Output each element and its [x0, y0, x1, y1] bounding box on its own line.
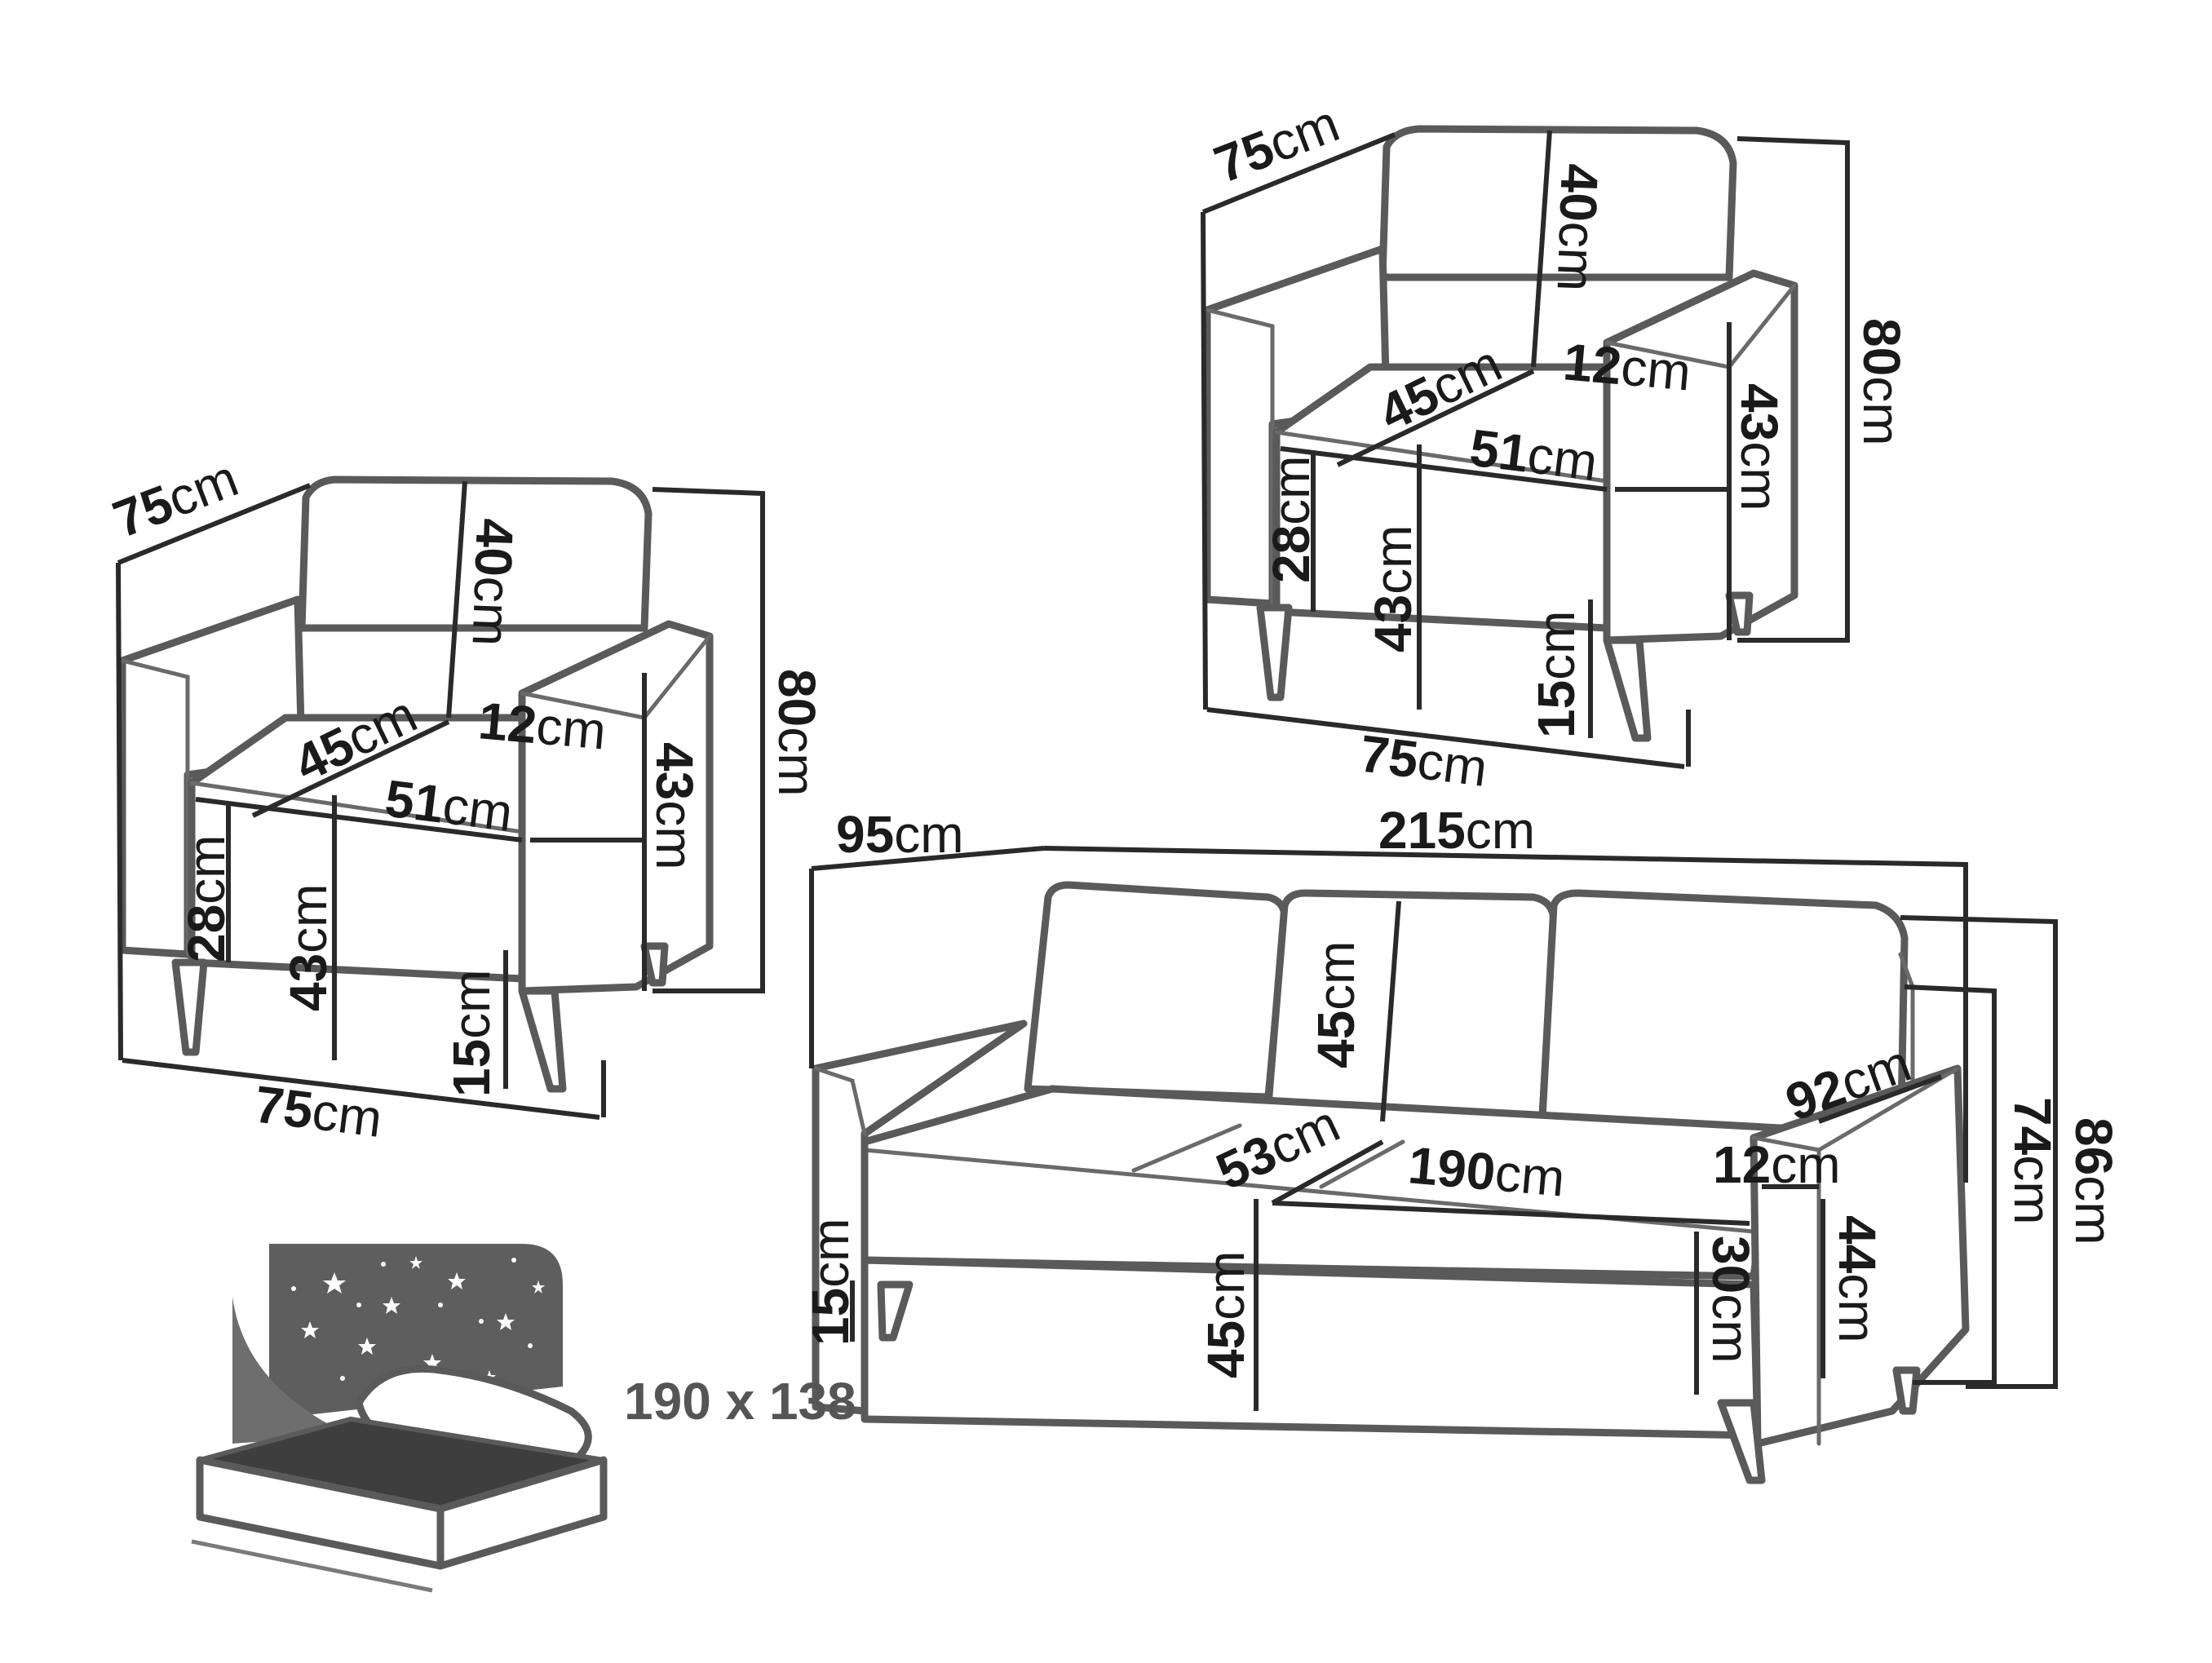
armchair-right-seat-height-label: 43cm — [1364, 525, 1422, 653]
armchair-left-width-label: 75cm — [251, 1074, 385, 1148]
armchair-left-leg — [640, 942, 669, 987]
armchair-left-back-height-label: 40cm — [462, 518, 524, 648]
sofa-leg-height-label: 15cm — [801, 1219, 860, 1347]
sofa-arm-height-label: 74cm — [2003, 1097, 2062, 1225]
armchair-right-width-label: 75cm — [1356, 723, 1490, 798]
sofa-leg — [1892, 1366, 1921, 1415]
sofa-base — [860, 1256, 1762, 1440]
sofa-back-cushion — [1024, 881, 1289, 1101]
bed-size-label: 190 x 138 — [624, 1372, 856, 1431]
sofa-arm-above-floor-label: 44cm — [1828, 1215, 1887, 1343]
sofa-seat-thickness-label: 30cm — [1701, 1236, 1760, 1364]
armchair-right-depth-label: 75cm — [1206, 94, 1347, 194]
armchair-right — [1201, 125, 1850, 769]
armchair-right-leg — [1603, 636, 1652, 742]
armchair-right-back-height-label: 40cm — [1546, 163, 1609, 293]
sofa — [809, 846, 2058, 1484]
armchair-left-depth-label: 75cm — [105, 449, 246, 549]
sofa-seat-width-label: 190cm — [1406, 1135, 1568, 1207]
sofa-arm-width-label: 12cm — [1713, 1135, 1841, 1194]
armchair-right-seat-width-label: 51cm — [1467, 418, 1600, 492]
armchair-left-leg — [171, 958, 208, 1056]
armchair-right-leg-height-label: 15cm — [1527, 611, 1586, 739]
sofa-right-arm — [1750, 1064, 1970, 1448]
armchair-left-leg-height-label: 15cm — [442, 970, 501, 1098]
sofa-back-height-label: 45cm — [1307, 941, 1365, 1069]
armchair-right-arm-above-seat-label: 28cm — [1262, 456, 1321, 584]
armchair-right-backrest — [1378, 125, 1737, 281]
armchair-left-seat-width-label: 51cm — [382, 768, 515, 843]
armchair-left-arm-above-seat-label: 28cm — [177, 835, 236, 963]
armchair-left-leg — [518, 987, 567, 1093]
bed-icon — [191, 1244, 608, 1593]
sofa-seat-height-label: 45cm — [1197, 1251, 1255, 1379]
armchair-right-leg — [1725, 591, 1754, 636]
armchair-right-arm-height-label: 43cm — [1730, 383, 1789, 511]
armchair-right-height-label: 80cm — [1852, 318, 1911, 446]
sofa-depth-label: 95cm — [836, 805, 964, 864]
sofa-width-label: 215cm — [1378, 801, 1535, 860]
armchair-left-height-label: 80cm — [768, 669, 826, 797]
armchair-left-arm-height-label: 43cm — [645, 742, 704, 870]
armchair-right-arm-width-label: 12cm — [1561, 332, 1693, 401]
armchair-left-backrest — [298, 475, 653, 632]
armchair-left-seat-height-label: 43cm — [279, 884, 338, 1012]
armchair-left — [116, 475, 765, 1120]
armchair-right-leg — [1256, 604, 1293, 701]
armchair-left-arm-width-label: 12cm — [476, 691, 608, 760]
sofa-leg — [1717, 1399, 1766, 1484]
sofa-leg — [877, 1280, 914, 1342]
sofa-height-label: 86cm — [2064, 1117, 2123, 1245]
sofa-back-cushion — [1537, 889, 1909, 1162]
